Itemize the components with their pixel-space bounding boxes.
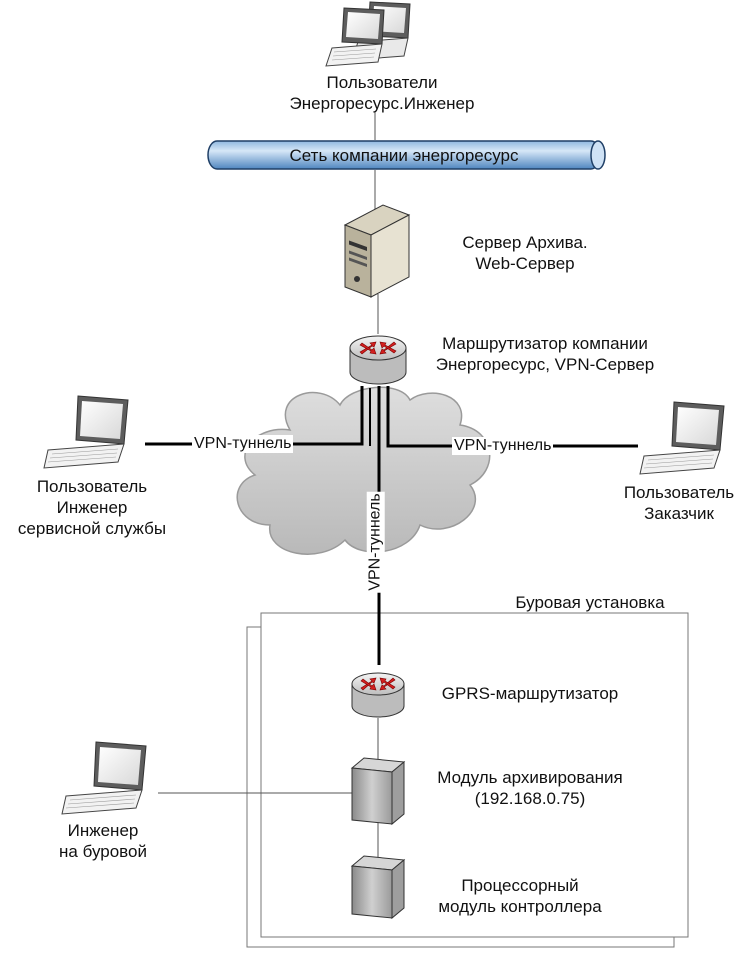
tunnel-vertical-label: VPN-туннель xyxy=(366,491,385,593)
laptop-icon xyxy=(43,395,129,469)
tunnel-right-label: VPN-туннель xyxy=(452,437,554,455)
tunnel-left-label: VPN-туннель xyxy=(192,435,294,453)
laptop-icon xyxy=(325,7,385,67)
user-service-label: Пользователь Инженер сервисной службы xyxy=(17,477,167,538)
connection-lines xyxy=(158,112,379,860)
archive-module-icon xyxy=(350,757,406,826)
user-customer-label: Пользователь Заказчик xyxy=(623,483,735,523)
cpu-module-label: Процессорный модуль контроллера xyxy=(438,876,602,916)
drilling-rig-frame xyxy=(246,612,689,948)
cpu-module-icon xyxy=(350,855,406,920)
rig-engineer-label: Инженер на буровой xyxy=(59,821,147,861)
archive-module-label: Модуль архивирования (192.168.0.75) xyxy=(437,768,623,808)
gprs-router-icon xyxy=(351,672,405,718)
router-icon xyxy=(349,335,407,385)
laptop-icon xyxy=(61,741,147,815)
archive-server-label: Сервер Архива. Web-Сервер xyxy=(462,233,588,273)
gprs-router-label: GPRS-маршрутизатор xyxy=(441,684,619,703)
laptop-icon xyxy=(639,401,725,475)
drilling-rig-label: Буровая установка xyxy=(515,593,665,612)
company-router-label: Маршрутизатор компании Энергоресурс, VPN… xyxy=(435,334,655,374)
server-icon xyxy=(343,204,411,298)
network-label: Сеть компании энергоресурс xyxy=(289,146,519,165)
network-pipe xyxy=(207,140,606,170)
users-top-label: Пользователи Энергоресурс.Инженер xyxy=(289,73,475,113)
